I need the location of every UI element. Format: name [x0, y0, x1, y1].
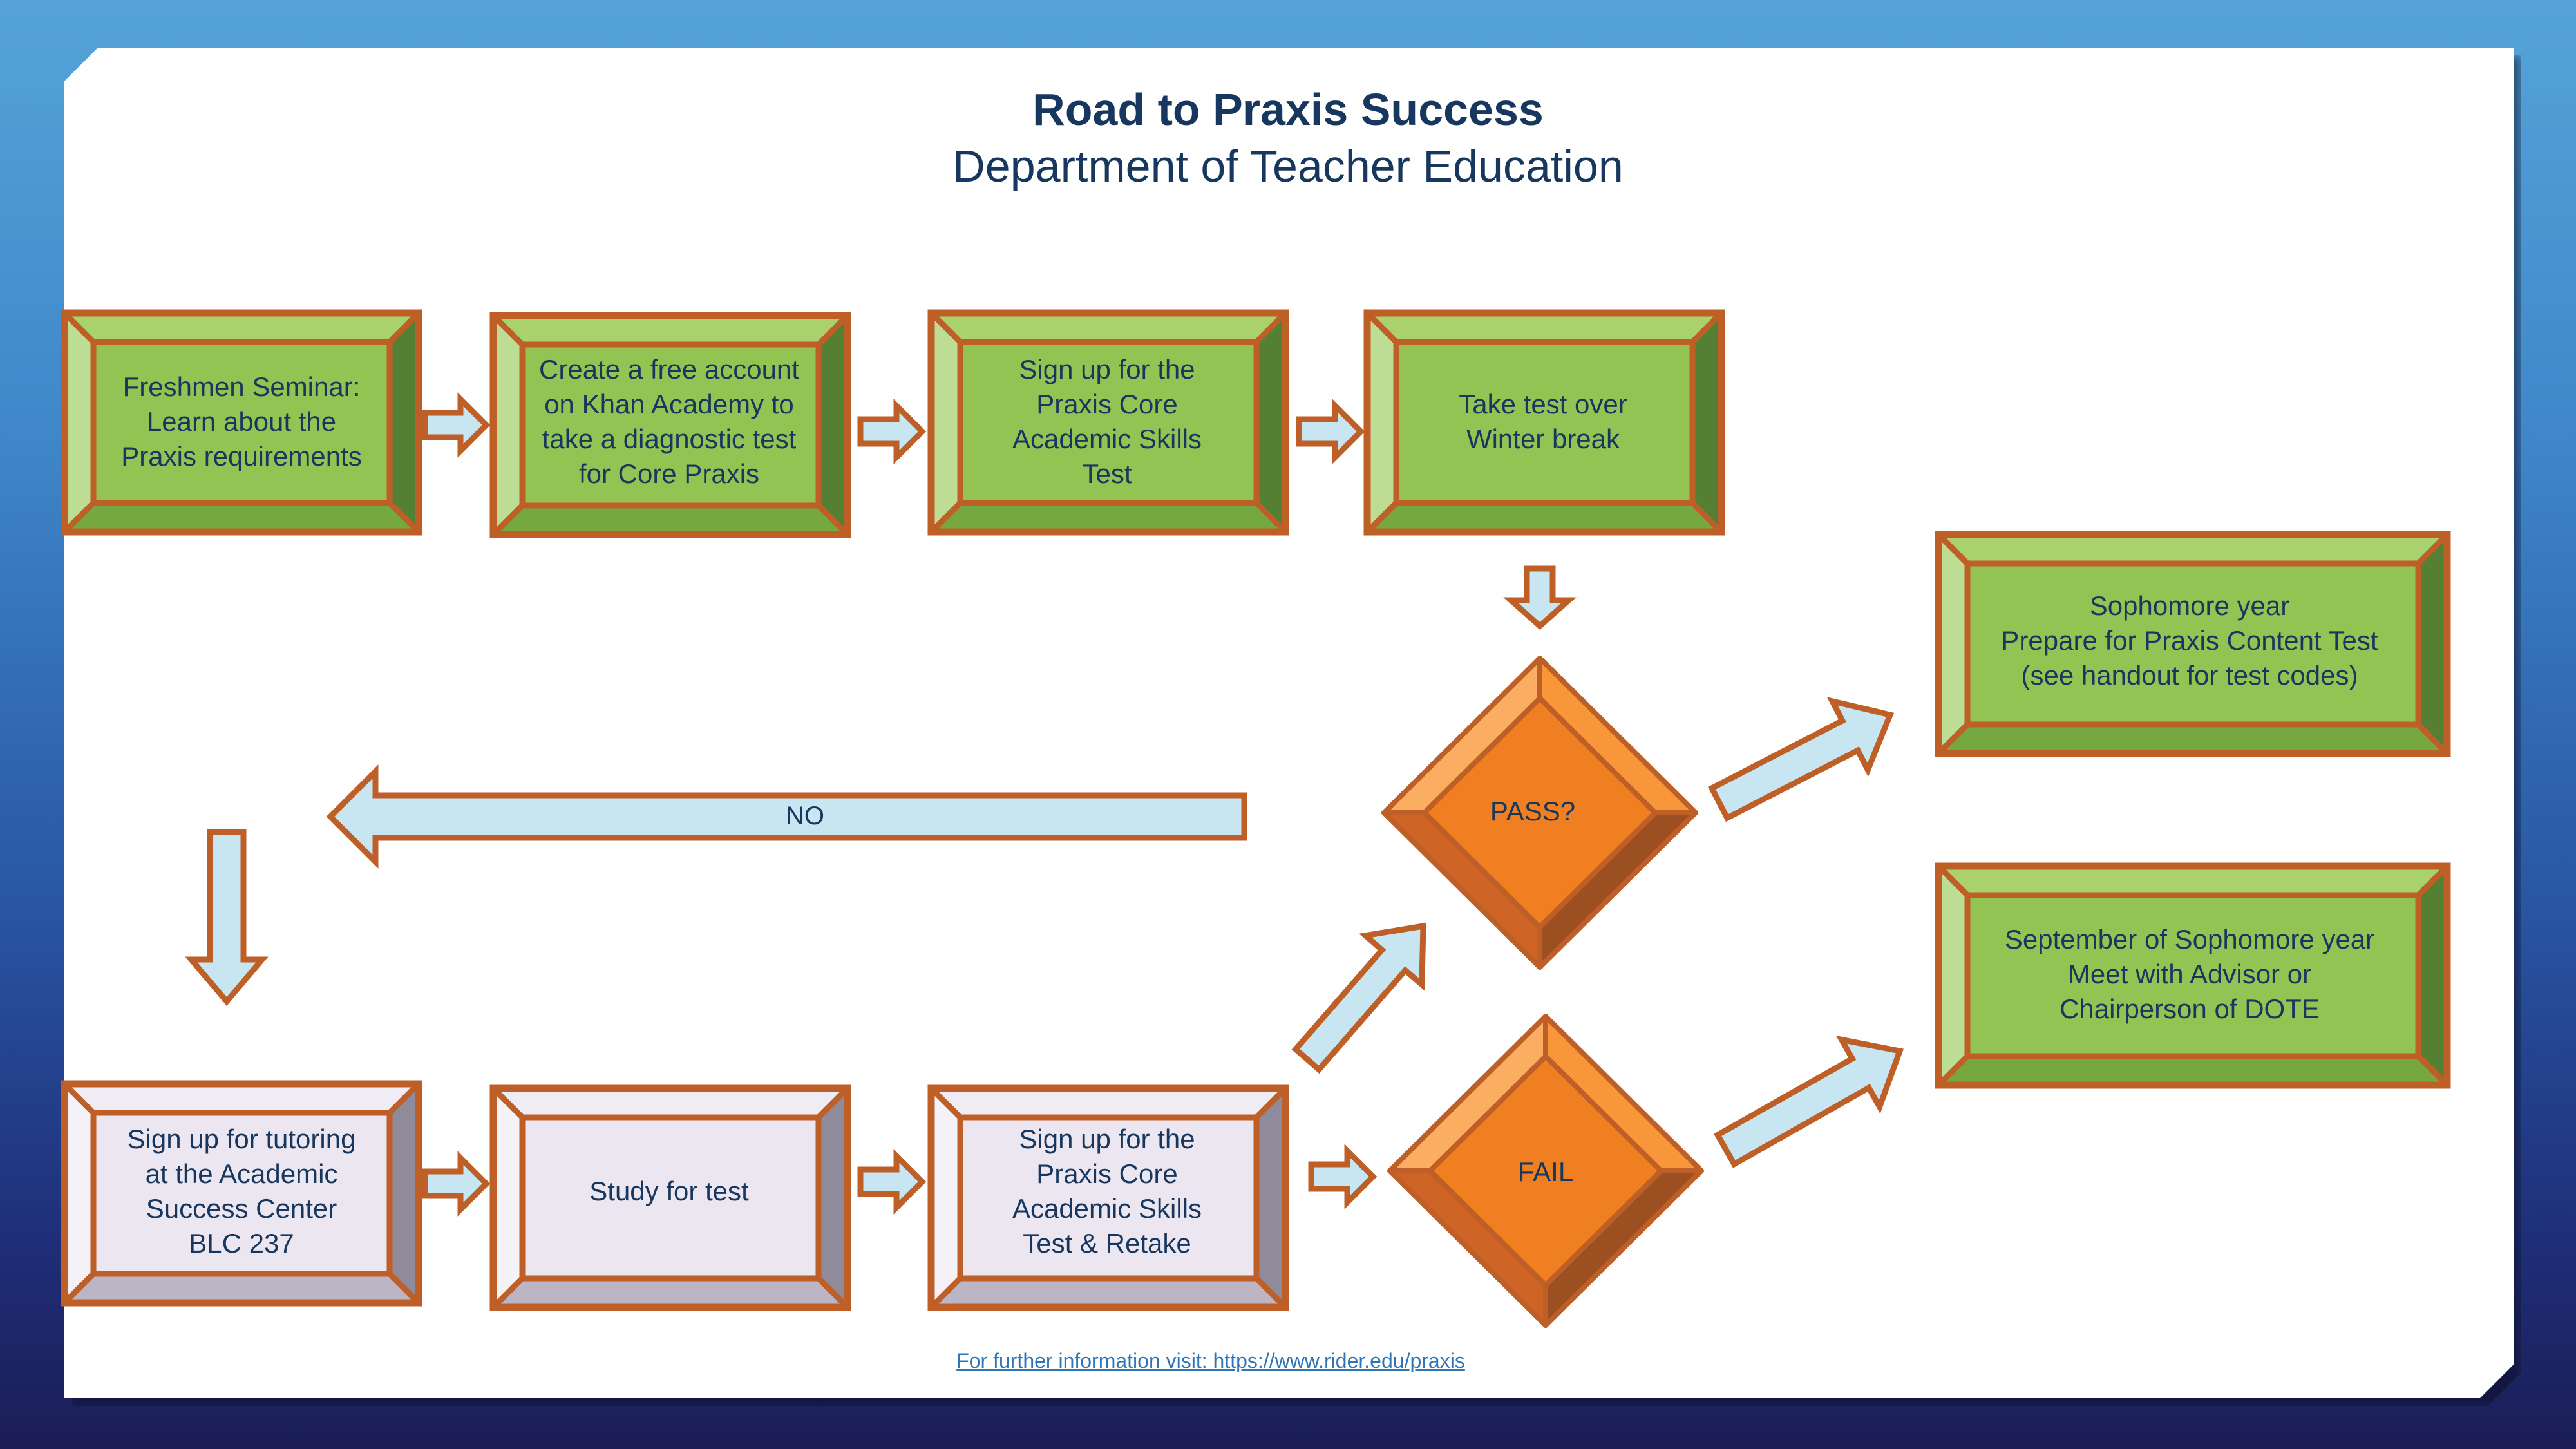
decision-pass-label: PASS?	[1490, 796, 1576, 826]
arrow-no	[326, 764, 1247, 869]
arrow-bottom-2-3	[857, 1149, 927, 1215]
arrow-top-1-2	[422, 392, 491, 458]
arrow-top-3-4	[1296, 399, 1365, 464]
arrow-pass-to-content-test	[1707, 697, 1895, 822]
step-freshmen-seminar: Freshmen Seminar: Learn about the Praxis…	[121, 372, 362, 471]
footer-info-link[interactable]: For further information visit: https://w…	[956, 1349, 1465, 1372]
step-retake: Sign up for the Praxis Core Academic Ski…	[1012, 1124, 1202, 1258]
box-sign-up-core	[927, 309, 1289, 536]
box-take-test	[1363, 309, 1725, 536]
box-study	[489, 1084, 851, 1311]
step-study: Study for test	[589, 1176, 749, 1206]
outcome-meet-advisor: September of Sophomore year Meet with Ad…	[2004, 924, 2375, 1024]
box-outcome-content-test	[1935, 531, 2451, 757]
decision-fail-label: FAIL	[1517, 1157, 1574, 1187]
arrow-bottom-3-fail	[1308, 1144, 1378, 1209]
decision-fail	[1387, 1014, 1704, 1328]
step-tutoring: Sign up for tutoring at the Academic Suc…	[127, 1124, 356, 1258]
box-tutoring	[61, 1080, 422, 1307]
step-take-test: Take test over Winter break	[1459, 389, 1627, 454]
box-freshmen-seminar	[61, 309, 422, 536]
box-khan-academy	[489, 312, 851, 538]
step-khan-academy: Create a free account on Khan Academy to…	[539, 354, 799, 489]
arrow-top-2-3	[857, 399, 927, 464]
page-subtitle: Department of Teacher Education	[952, 141, 1624, 191]
box-outcome-meet-advisor	[1935, 862, 2451, 1089]
page-title: Road to Praxis Success	[1032, 84, 1544, 135]
no-arrow-label: NO	[786, 802, 824, 830]
arrow-bottom-1-2	[422, 1151, 491, 1217]
decision-pass	[1381, 656, 1698, 970]
arrow-down-to-tutoring	[185, 829, 269, 1006]
arrow-retake-to-pass	[1291, 922, 1426, 1074]
arrow-fail-to-advisor	[1714, 1036, 1904, 1168]
arrow-down-to-pass	[1503, 565, 1577, 630]
box-retake	[927, 1084, 1289, 1311]
step-sign-up-core: Sign up for the Praxis Core Academic Ski…	[1012, 354, 1202, 489]
outcome-content-test: Sophomore year Prepare for Praxis Conten…	[2001, 591, 2378, 690]
